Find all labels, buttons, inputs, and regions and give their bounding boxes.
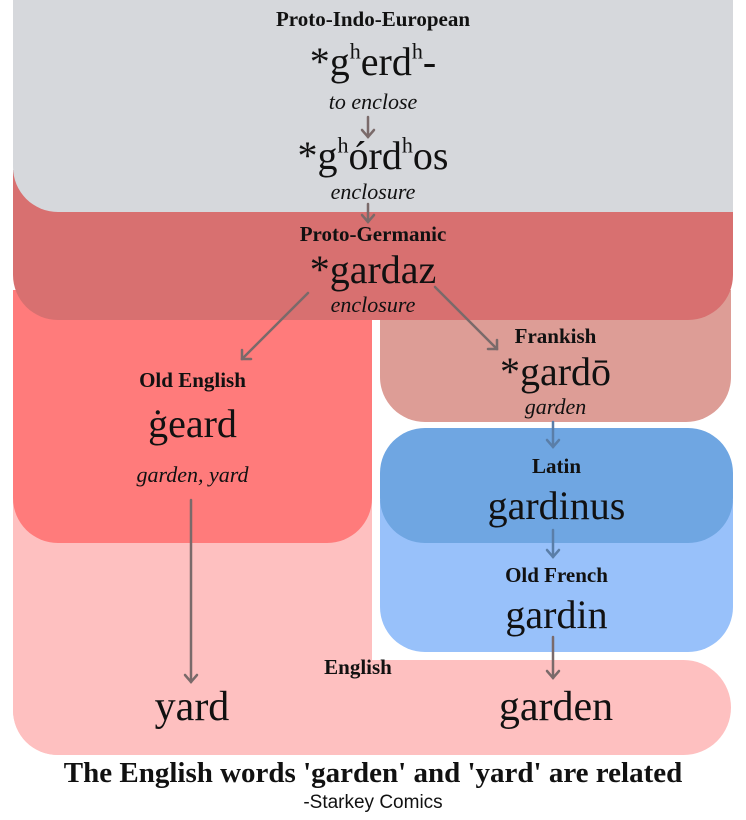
pie-derivative: *ghórdhos: [297, 132, 449, 178]
pie-derivative-gloss: enclosure: [330, 179, 416, 204]
frankish-label: Frankish: [514, 324, 597, 348]
frankish-word: *gardō: [499, 349, 612, 394]
old-french-label: Old French: [505, 563, 608, 587]
english-word-garden: garden: [498, 684, 614, 730]
english-label: English: [324, 655, 392, 679]
pie-box: Proto-Indo-European *gherdh- to enclose …: [13, 0, 733, 212]
pie-root: *gherdh-: [309, 38, 437, 84]
old-english-box: Old English ġeard garden, yard: [13, 290, 372, 543]
proto-germanic-label: Proto-Germanic: [299, 222, 447, 246]
old-english-word: ġeard: [148, 401, 237, 446]
old-english-gloss: garden, yard: [136, 462, 249, 487]
latin-word: gardinus: [487, 483, 626, 528]
latin-box: Latin gardinus: [380, 428, 733, 543]
english-region-bottom: [13, 660, 731, 755]
latin-label: Latin: [531, 454, 581, 478]
caption-title: The English words 'garden' and 'yard' ar…: [63, 757, 683, 789]
pie-root-gloss: to enclose: [328, 89, 418, 114]
old-french-word: gardin: [505, 592, 608, 637]
proto-germanic-gloss: enclosure: [330, 292, 416, 317]
pie-label: Proto-Indo-European: [275, 7, 471, 31]
frankish-gloss: garden: [524, 394, 587, 419]
old-english-label: Old English: [139, 368, 246, 392]
caption-credit: -Starkey Comics: [303, 792, 443, 813]
proto-germanic-word: *gardaz: [309, 247, 437, 292]
english-word-yard: yard: [154, 684, 230, 730]
